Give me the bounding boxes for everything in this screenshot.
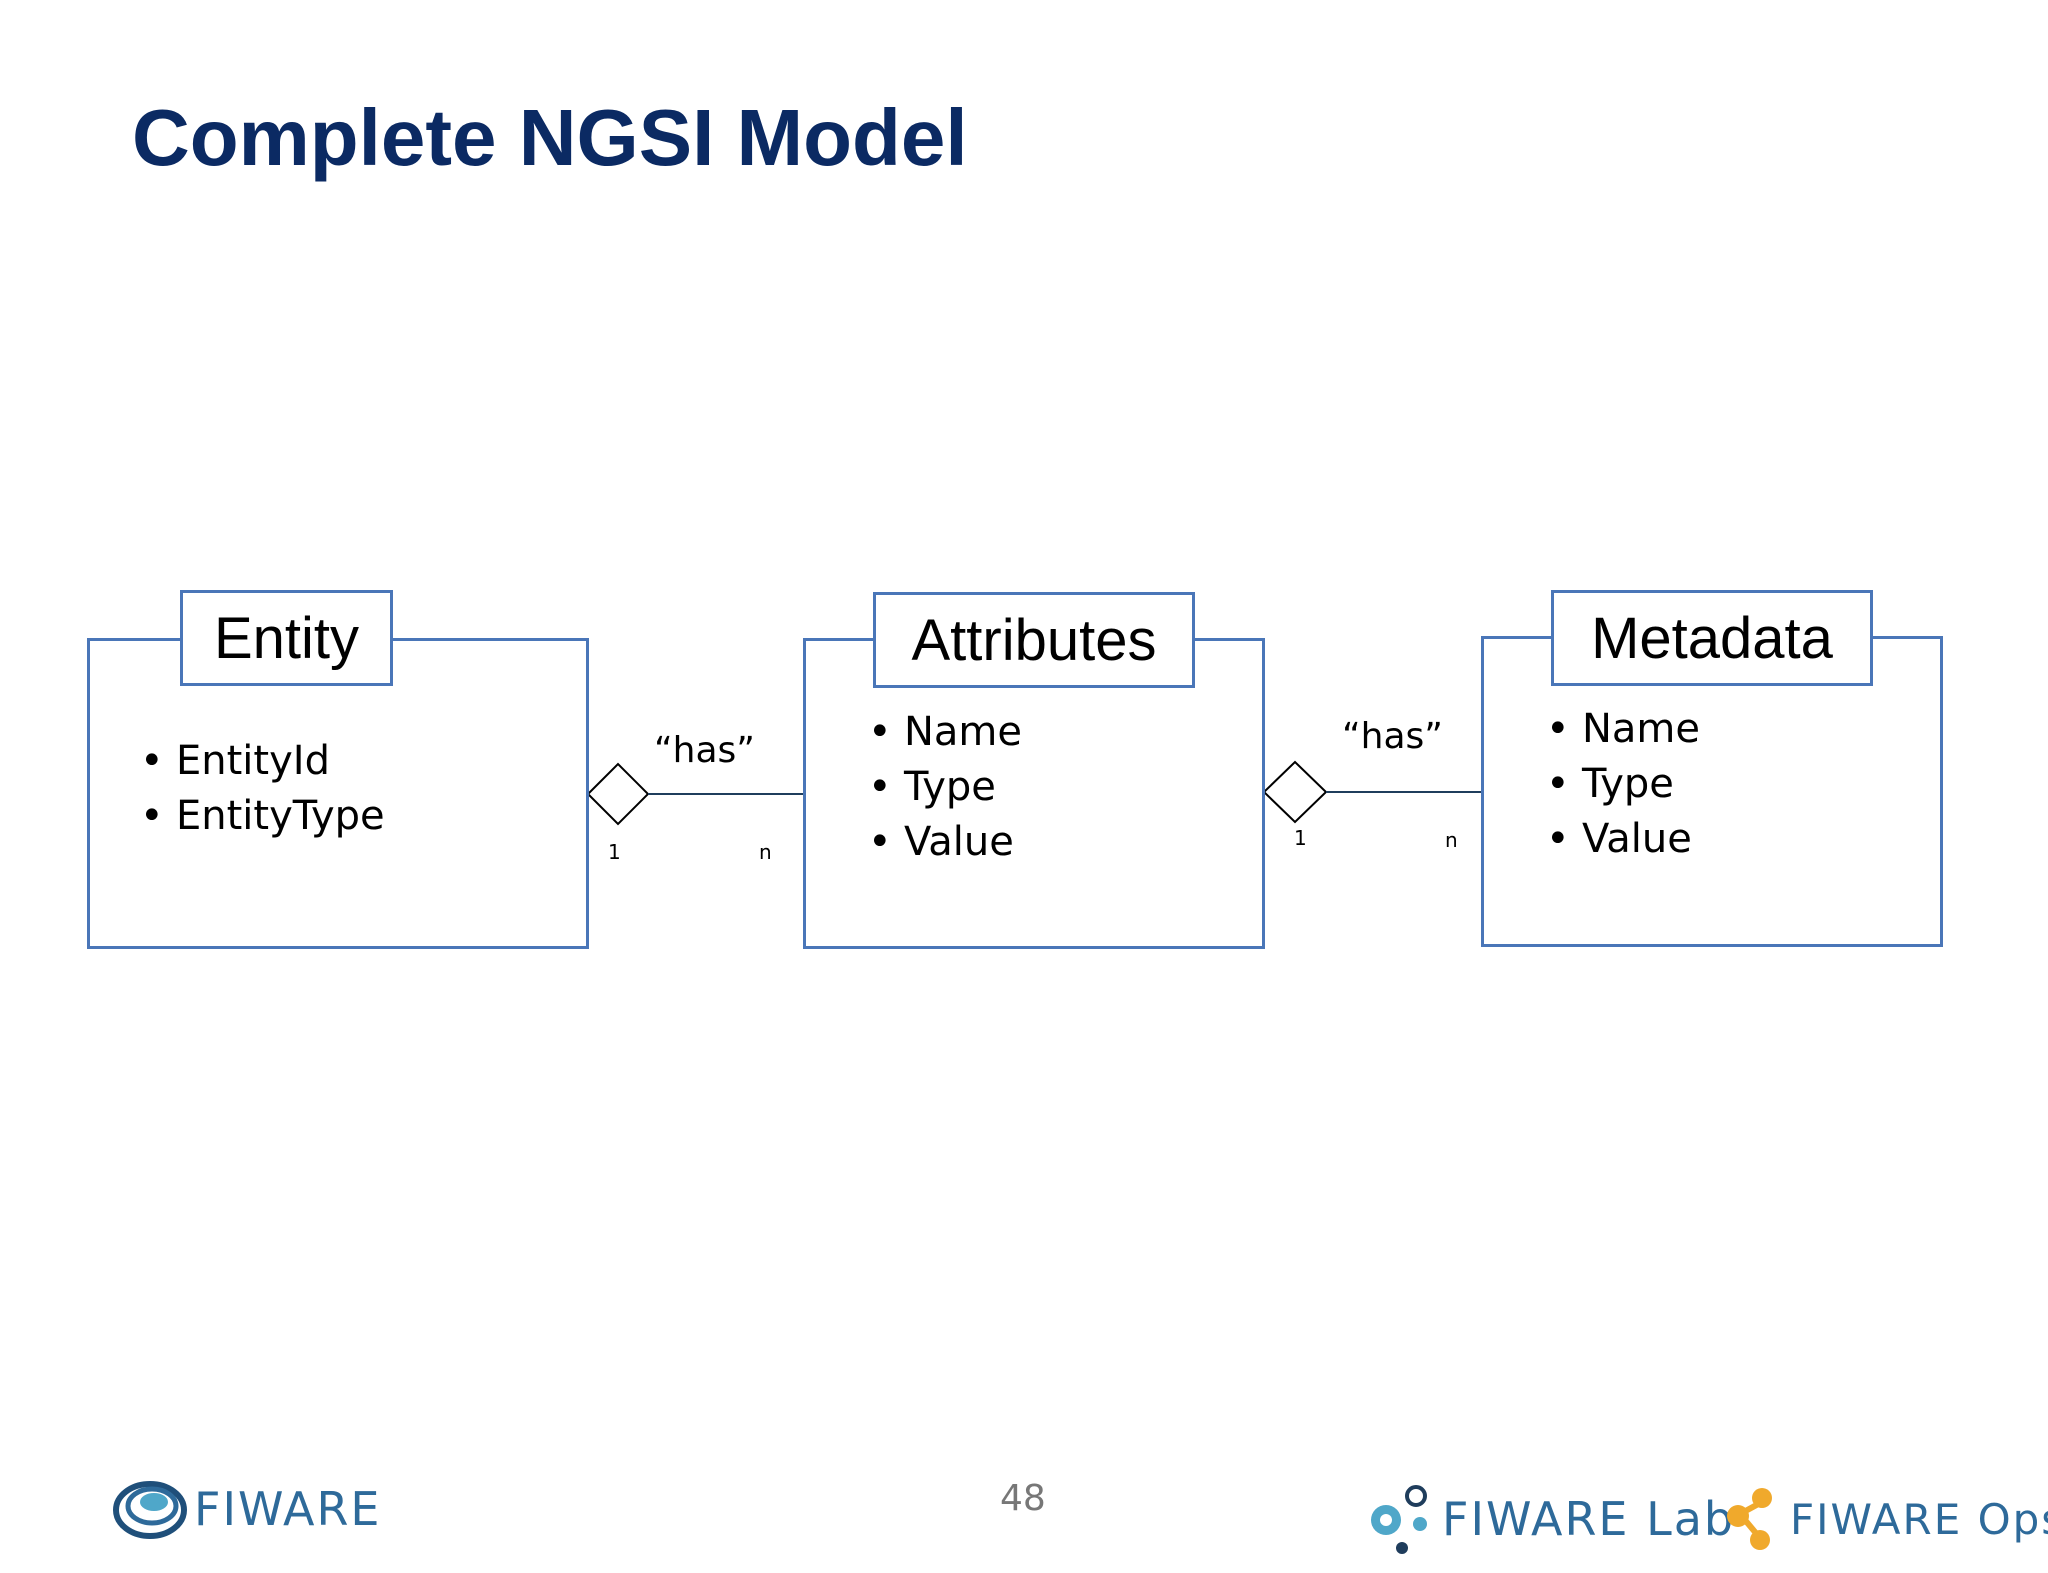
relation-1-label: “has” (654, 730, 755, 771)
aggregation-diamond (586, 762, 650, 826)
list-item: Type (868, 760, 1022, 815)
relation-2-label: “has” (1342, 716, 1443, 757)
relation-attributes-metadata (1262, 760, 1482, 824)
entity-label: Entity (180, 590, 393, 686)
fiware-lab-logo: FIWARE Lab (1366, 1482, 1735, 1556)
relation-1-to-multiplicity: n (759, 840, 772, 864)
fiware-lab-dots-icon (1371, 1485, 1427, 1554)
list-item: Value (1546, 812, 1700, 867)
relation-1-from-multiplicity: 1 (608, 840, 621, 864)
list-item: Name (1546, 702, 1700, 757)
list-item: EntityType (140, 789, 385, 844)
fiware-logo-text: FIWARE (194, 1482, 382, 1536)
fiware-ops-logo: FIWARE Ops (1726, 1484, 2048, 1554)
attributes-fields: Name Type Value (868, 705, 1022, 870)
page-number: 48 (1000, 1478, 1046, 1519)
fiware-ops-molecule-icon (1727, 1488, 1772, 1550)
slide-title: Complete NGSI Model (132, 93, 968, 182)
list-item: Type (1546, 757, 1700, 812)
metadata-label: Metadata (1551, 590, 1873, 686)
list-item: Name (868, 705, 1022, 760)
relation-2-to-multiplicity: n (1445, 828, 1458, 852)
fiware-swirl-icon (113, 1481, 187, 1539)
metadata-fields: Name Type Value (1546, 702, 1700, 867)
fiware-ops-logo-text: FIWARE Ops (1790, 1494, 2048, 1544)
list-item: Value (868, 815, 1022, 870)
list-item: EntityId (140, 734, 385, 789)
relation-entity-attributes (586, 762, 804, 826)
fiware-lab-logo-text: FIWARE Lab (1442, 1492, 1736, 1546)
entity-fields: EntityId EntityType (140, 734, 385, 844)
aggregation-diamond (1262, 760, 1328, 824)
attributes-label: Attributes (873, 592, 1195, 688)
relation-2-from-multiplicity: 1 (1294, 826, 1307, 850)
fiware-logo: FIWARE (112, 1478, 382, 1540)
